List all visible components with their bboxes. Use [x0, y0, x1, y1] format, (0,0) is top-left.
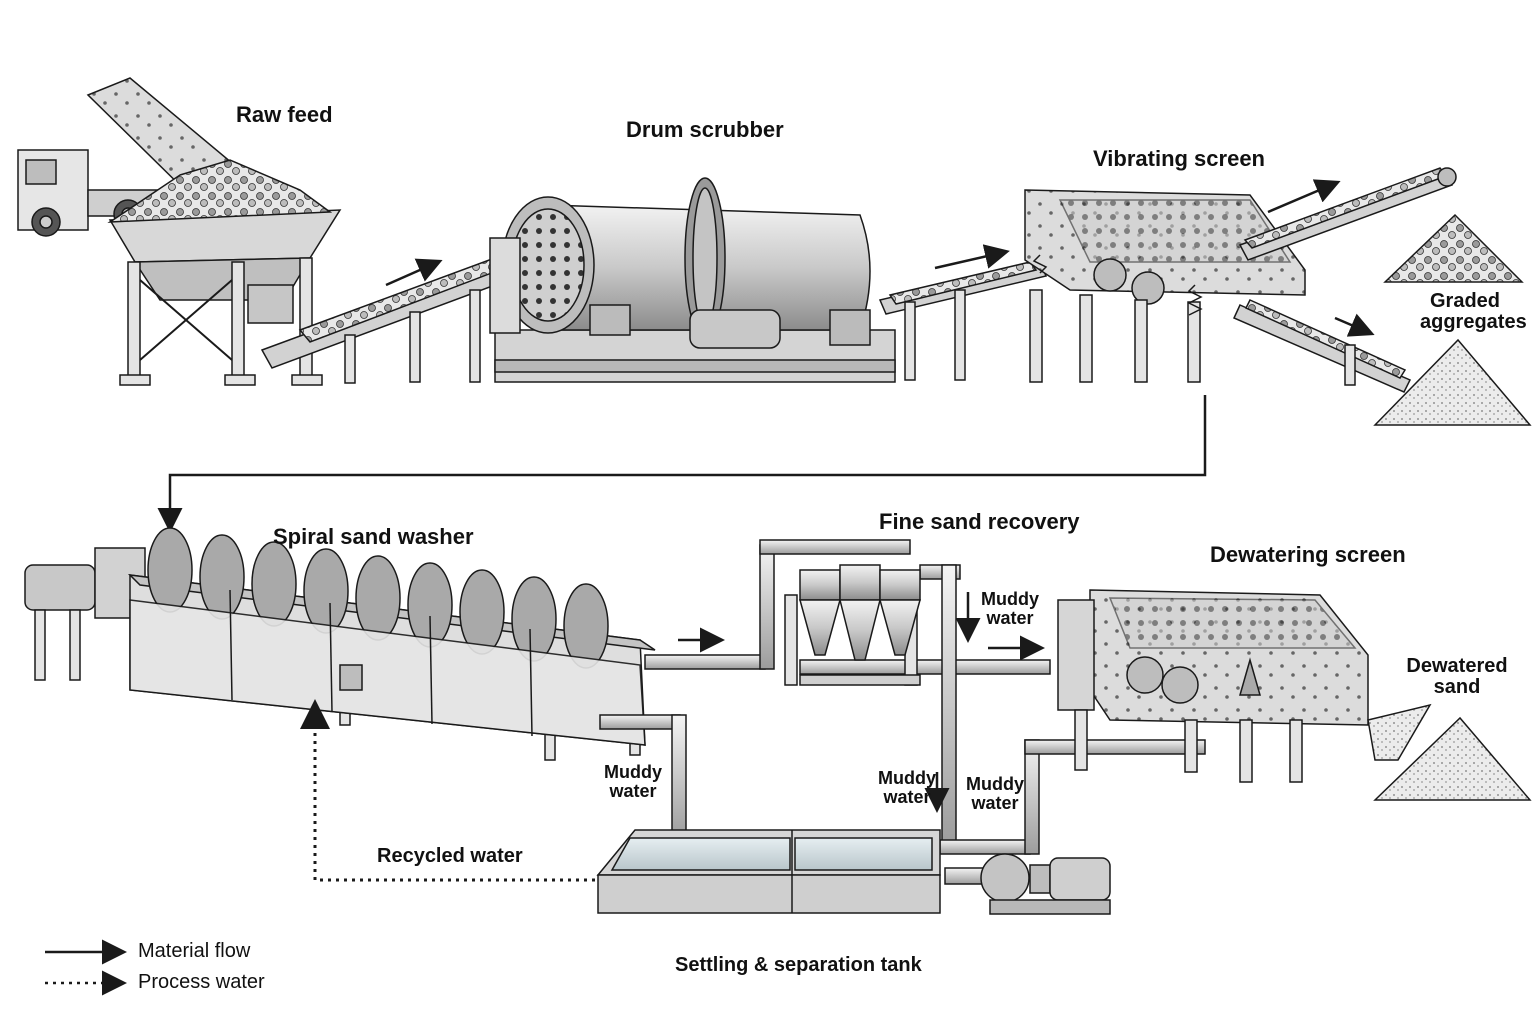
- pipe-network: [599, 539, 1206, 855]
- settling-tank: [596, 829, 941, 914]
- label-water: water: [986, 607, 1034, 628]
- label-muddy-water-left: Muddy water: [598, 763, 668, 801]
- label-water: water: [883, 786, 931, 807]
- feed-hopper: [107, 159, 342, 386]
- label-muddy: Muddy: [878, 768, 936, 788]
- legend-swatches: [45, 939, 127, 996]
- material-flow-connector: [157, 395, 1207, 533]
- label-muddy: Muddy: [981, 589, 1039, 609]
- label-aggregates: aggregates: [1420, 311, 1527, 333]
- label-water: water: [971, 792, 1019, 813]
- aggregate-pile-lower: [1373, 338, 1532, 426]
- label-muddy-water-right: Muddy water: [960, 775, 1030, 813]
- aggregate-conveyor-lower: [1232, 299, 1412, 393]
- label-settling-tank: Settling & separation tank: [675, 954, 922, 976]
- label-graded-aggregates: Graded aggregates: [1420, 290, 1527, 333]
- label-recycled-water: Recycled water: [377, 845, 523, 867]
- label-muddy: Muddy: [604, 762, 662, 782]
- label-sand: sand: [1433, 676, 1481, 698]
- scrubber-conveyor: [878, 261, 1048, 381]
- label-drum-scrubber: Drum scrubber: [626, 117, 784, 142]
- spiral-sand-washer: [24, 527, 656, 761]
- label-dewatering-screen: Dewatering screen: [1210, 542, 1406, 567]
- dewatered-sand-pile: [1373, 716, 1532, 801]
- label-raw-feed: Raw feed: [236, 102, 333, 127]
- label-vibrating-screen: Vibrating screen: [1093, 146, 1265, 171]
- label-dewatered-sand: Dewatered sand: [1405, 656, 1509, 698]
- legend-material-flow-label: Material flow: [138, 940, 251, 962]
- fine-sand-recovery-cyclones: [784, 564, 921, 686]
- label-muddy-water-mid: Muddy water: [872, 769, 942, 807]
- material-flow-arrows-top: [385, 179, 1375, 337]
- label-muddy: Muddy: [966, 774, 1024, 794]
- label-muddy-water-top: Muddy water: [975, 590, 1045, 628]
- aggregate-conveyor-upper: [1238, 167, 1457, 261]
- slurry-pump: [944, 853, 1111, 915]
- process-water-recycle-line: [300, 699, 595, 882]
- legend-process-water-label: Process water: [138, 971, 265, 993]
- label-graded: Graded: [1429, 290, 1501, 312]
- dewatering-screen: [1057, 589, 1432, 783]
- label-water: water: [609, 780, 657, 801]
- material-flow-arrows-bottom: [678, 592, 1045, 813]
- label-dewatered: Dewatered: [1406, 655, 1508, 677]
- label-spiral-sand-washer: Spiral sand washer: [273, 524, 474, 549]
- drum-scrubber: [489, 177, 896, 383]
- aggregate-pile-upper: [1383, 213, 1524, 283]
- label-fine-sand-recovery: Fine sand recovery: [879, 509, 1080, 534]
- vibrating-screen: [1024, 189, 1306, 383]
